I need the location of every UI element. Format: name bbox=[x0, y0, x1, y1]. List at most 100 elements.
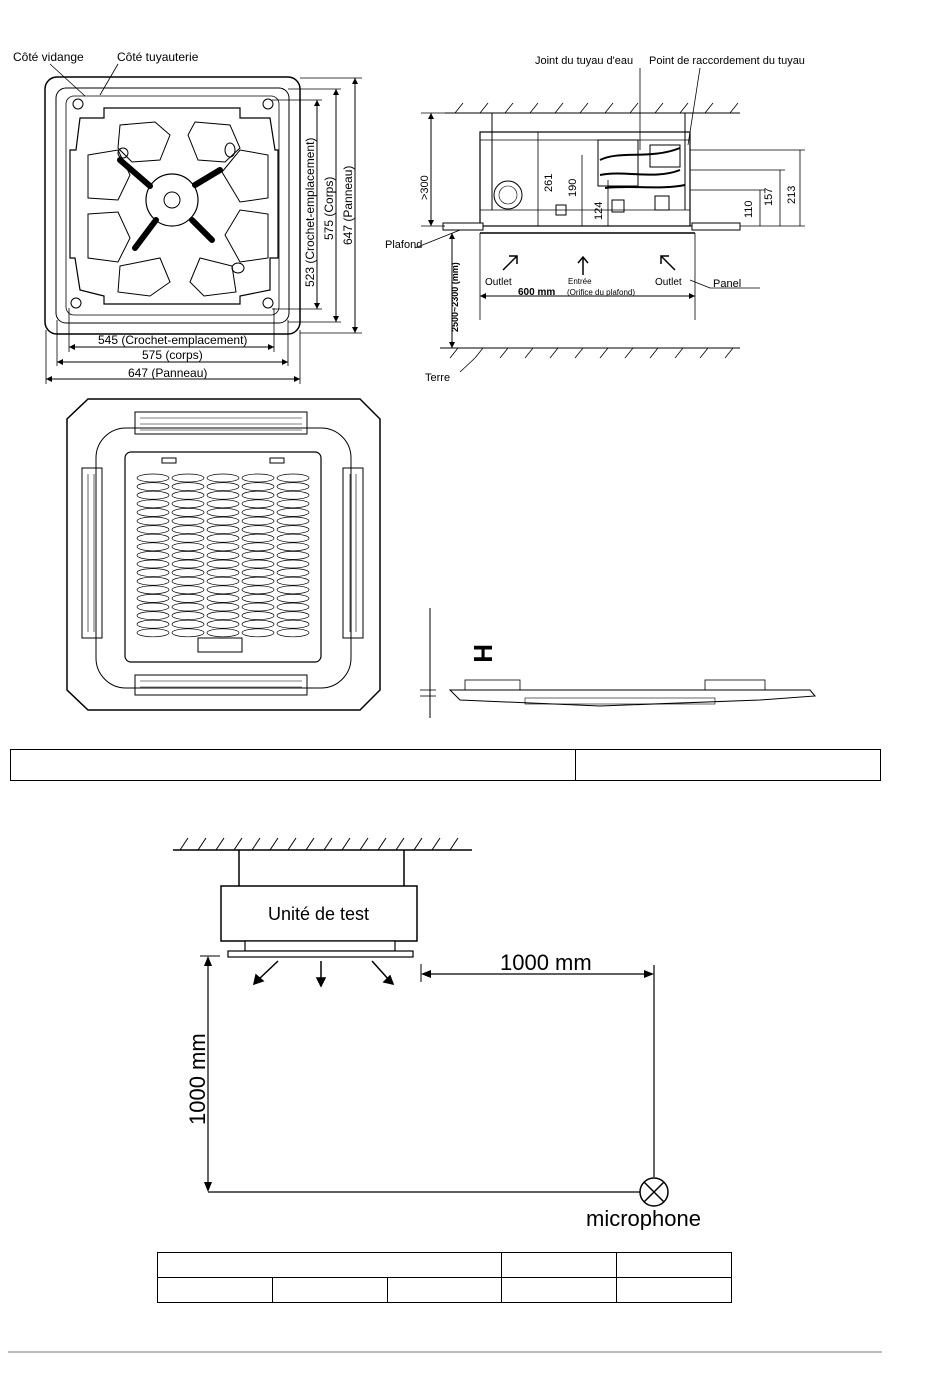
grille-slot bbox=[136, 490, 170, 500]
panel-outline bbox=[44, 76, 301, 335]
dim-panel-horizontal: 647 (Panneau) bbox=[128, 366, 207, 380]
table-cell bbox=[501, 1252, 618, 1278]
table-1 bbox=[10, 749, 881, 781]
grille-slot bbox=[206, 542, 240, 552]
grille-slot bbox=[206, 628, 240, 638]
table-cell bbox=[616, 1252, 732, 1278]
table-cell bbox=[10, 749, 576, 781]
grille-slot bbox=[171, 516, 205, 526]
grille-slot bbox=[136, 508, 170, 517]
test-unit-label: Unité de test bbox=[268, 904, 369, 924]
grille-slot bbox=[241, 585, 275, 595]
panel-front-view bbox=[66, 398, 381, 711]
body-outline bbox=[55, 87, 290, 324]
grille-slot bbox=[276, 482, 310, 491]
grille-slot bbox=[276, 576, 310, 586]
grille-slot bbox=[276, 551, 310, 560]
grille-slot bbox=[171, 559, 205, 569]
dim-body-vertical: 575 (Corps) bbox=[322, 177, 336, 240]
grille-slot bbox=[276, 594, 310, 603]
grille-slot bbox=[206, 576, 240, 586]
grille-slot bbox=[206, 533, 240, 543]
grille-slot bbox=[241, 551, 275, 560]
profile-view: H bbox=[420, 608, 817, 718]
grille-slot bbox=[276, 619, 310, 629]
grille-slot bbox=[136, 628, 170, 638]
grille-slot bbox=[276, 602, 310, 612]
grille-slot bbox=[206, 499, 240, 509]
grille-slot bbox=[276, 525, 310, 534]
grille-slot bbox=[241, 619, 275, 629]
grille-slot bbox=[171, 585, 205, 595]
grille-slot bbox=[241, 516, 275, 526]
unit-body bbox=[479, 131, 691, 227]
table-cell bbox=[501, 1277, 618, 1303]
grille-slot bbox=[136, 499, 170, 509]
grille-slot bbox=[276, 499, 310, 509]
table-cell bbox=[156, 1252, 503, 1278]
grille-slot bbox=[171, 619, 205, 629]
table-cell bbox=[616, 1277, 732, 1303]
label-ceiling: Plafond bbox=[385, 239, 422, 251]
grille-slot bbox=[276, 585, 310, 595]
grille-slot bbox=[171, 551, 205, 560]
grille-slot bbox=[276, 568, 310, 577]
grille-slot bbox=[276, 611, 310, 620]
grille-slot bbox=[276, 533, 310, 543]
grille-slot bbox=[136, 525, 170, 534]
grille-slot bbox=[171, 473, 205, 483]
dim-horizontal-1000: 1000 mm bbox=[500, 950, 592, 975]
grille-slot bbox=[206, 551, 240, 560]
dim-hook-vertical: 523 (Crochet-emplacement) bbox=[303, 138, 317, 287]
grille-slot bbox=[136, 594, 170, 603]
label-inlet: Entrée bbox=[568, 277, 592, 286]
frame-structure bbox=[69, 107, 279, 305]
table-cell bbox=[157, 1277, 273, 1303]
dim-213: 213 bbox=[786, 186, 798, 204]
grille-slot bbox=[206, 611, 240, 620]
dim-floor-height: 2500~2300 (mm) bbox=[450, 262, 460, 332]
grille-slot bbox=[241, 602, 275, 612]
grille-slot bbox=[171, 499, 205, 509]
table-row bbox=[157, 1277, 732, 1303]
dim-hook-horizontal: 545 (Crochet-emplacement) bbox=[98, 333, 247, 347]
dim-width-600: 600 mm bbox=[518, 287, 555, 298]
grille-slot bbox=[276, 508, 310, 517]
grille-pattern bbox=[136, 473, 310, 638]
dim-190: 190 bbox=[567, 179, 579, 197]
grille-slot bbox=[206, 525, 240, 534]
grille-slot bbox=[241, 611, 275, 620]
grille-slot bbox=[136, 576, 170, 586]
grille-slot bbox=[136, 542, 170, 552]
grille-slot bbox=[171, 568, 205, 577]
grille-slot bbox=[136, 533, 170, 543]
top-view-diagram: Côté vidange Côté tuyauterie 545 (Croche… bbox=[13, 50, 362, 384]
label-water-joint: Joint du tuyau d'eau bbox=[535, 55, 633, 67]
grille-slot bbox=[171, 594, 205, 603]
table-cell bbox=[386, 1277, 503, 1303]
grille-slot bbox=[241, 533, 275, 543]
test-unit-box bbox=[220, 885, 418, 942]
label-pipe-side: Côté tuyauterie bbox=[117, 50, 199, 64]
grille-slot bbox=[241, 499, 275, 509]
grille-slot bbox=[206, 490, 240, 500]
grille-slot bbox=[206, 619, 240, 629]
grille-slot bbox=[241, 576, 275, 586]
label-pipe-connection: Point de raccordement du tuyau bbox=[649, 55, 805, 67]
grille-slot bbox=[206, 585, 240, 595]
dim-124: 124 bbox=[593, 202, 605, 220]
table-cell bbox=[575, 749, 881, 781]
grille-slot bbox=[136, 516, 170, 526]
grille-slot bbox=[241, 594, 275, 603]
grille-slot bbox=[171, 533, 205, 543]
grille-slot bbox=[241, 482, 275, 491]
grille-slot bbox=[241, 542, 275, 552]
grille-slot bbox=[206, 602, 240, 612]
label-ground: Terre bbox=[425, 372, 450, 384]
label-outlet-left: Outlet bbox=[485, 277, 512, 288]
dim-110: 110 bbox=[743, 200, 755, 218]
grille-slot bbox=[276, 559, 310, 569]
grille-frame bbox=[124, 451, 322, 663]
grille-slot bbox=[206, 473, 240, 483]
grille-slot bbox=[206, 516, 240, 526]
